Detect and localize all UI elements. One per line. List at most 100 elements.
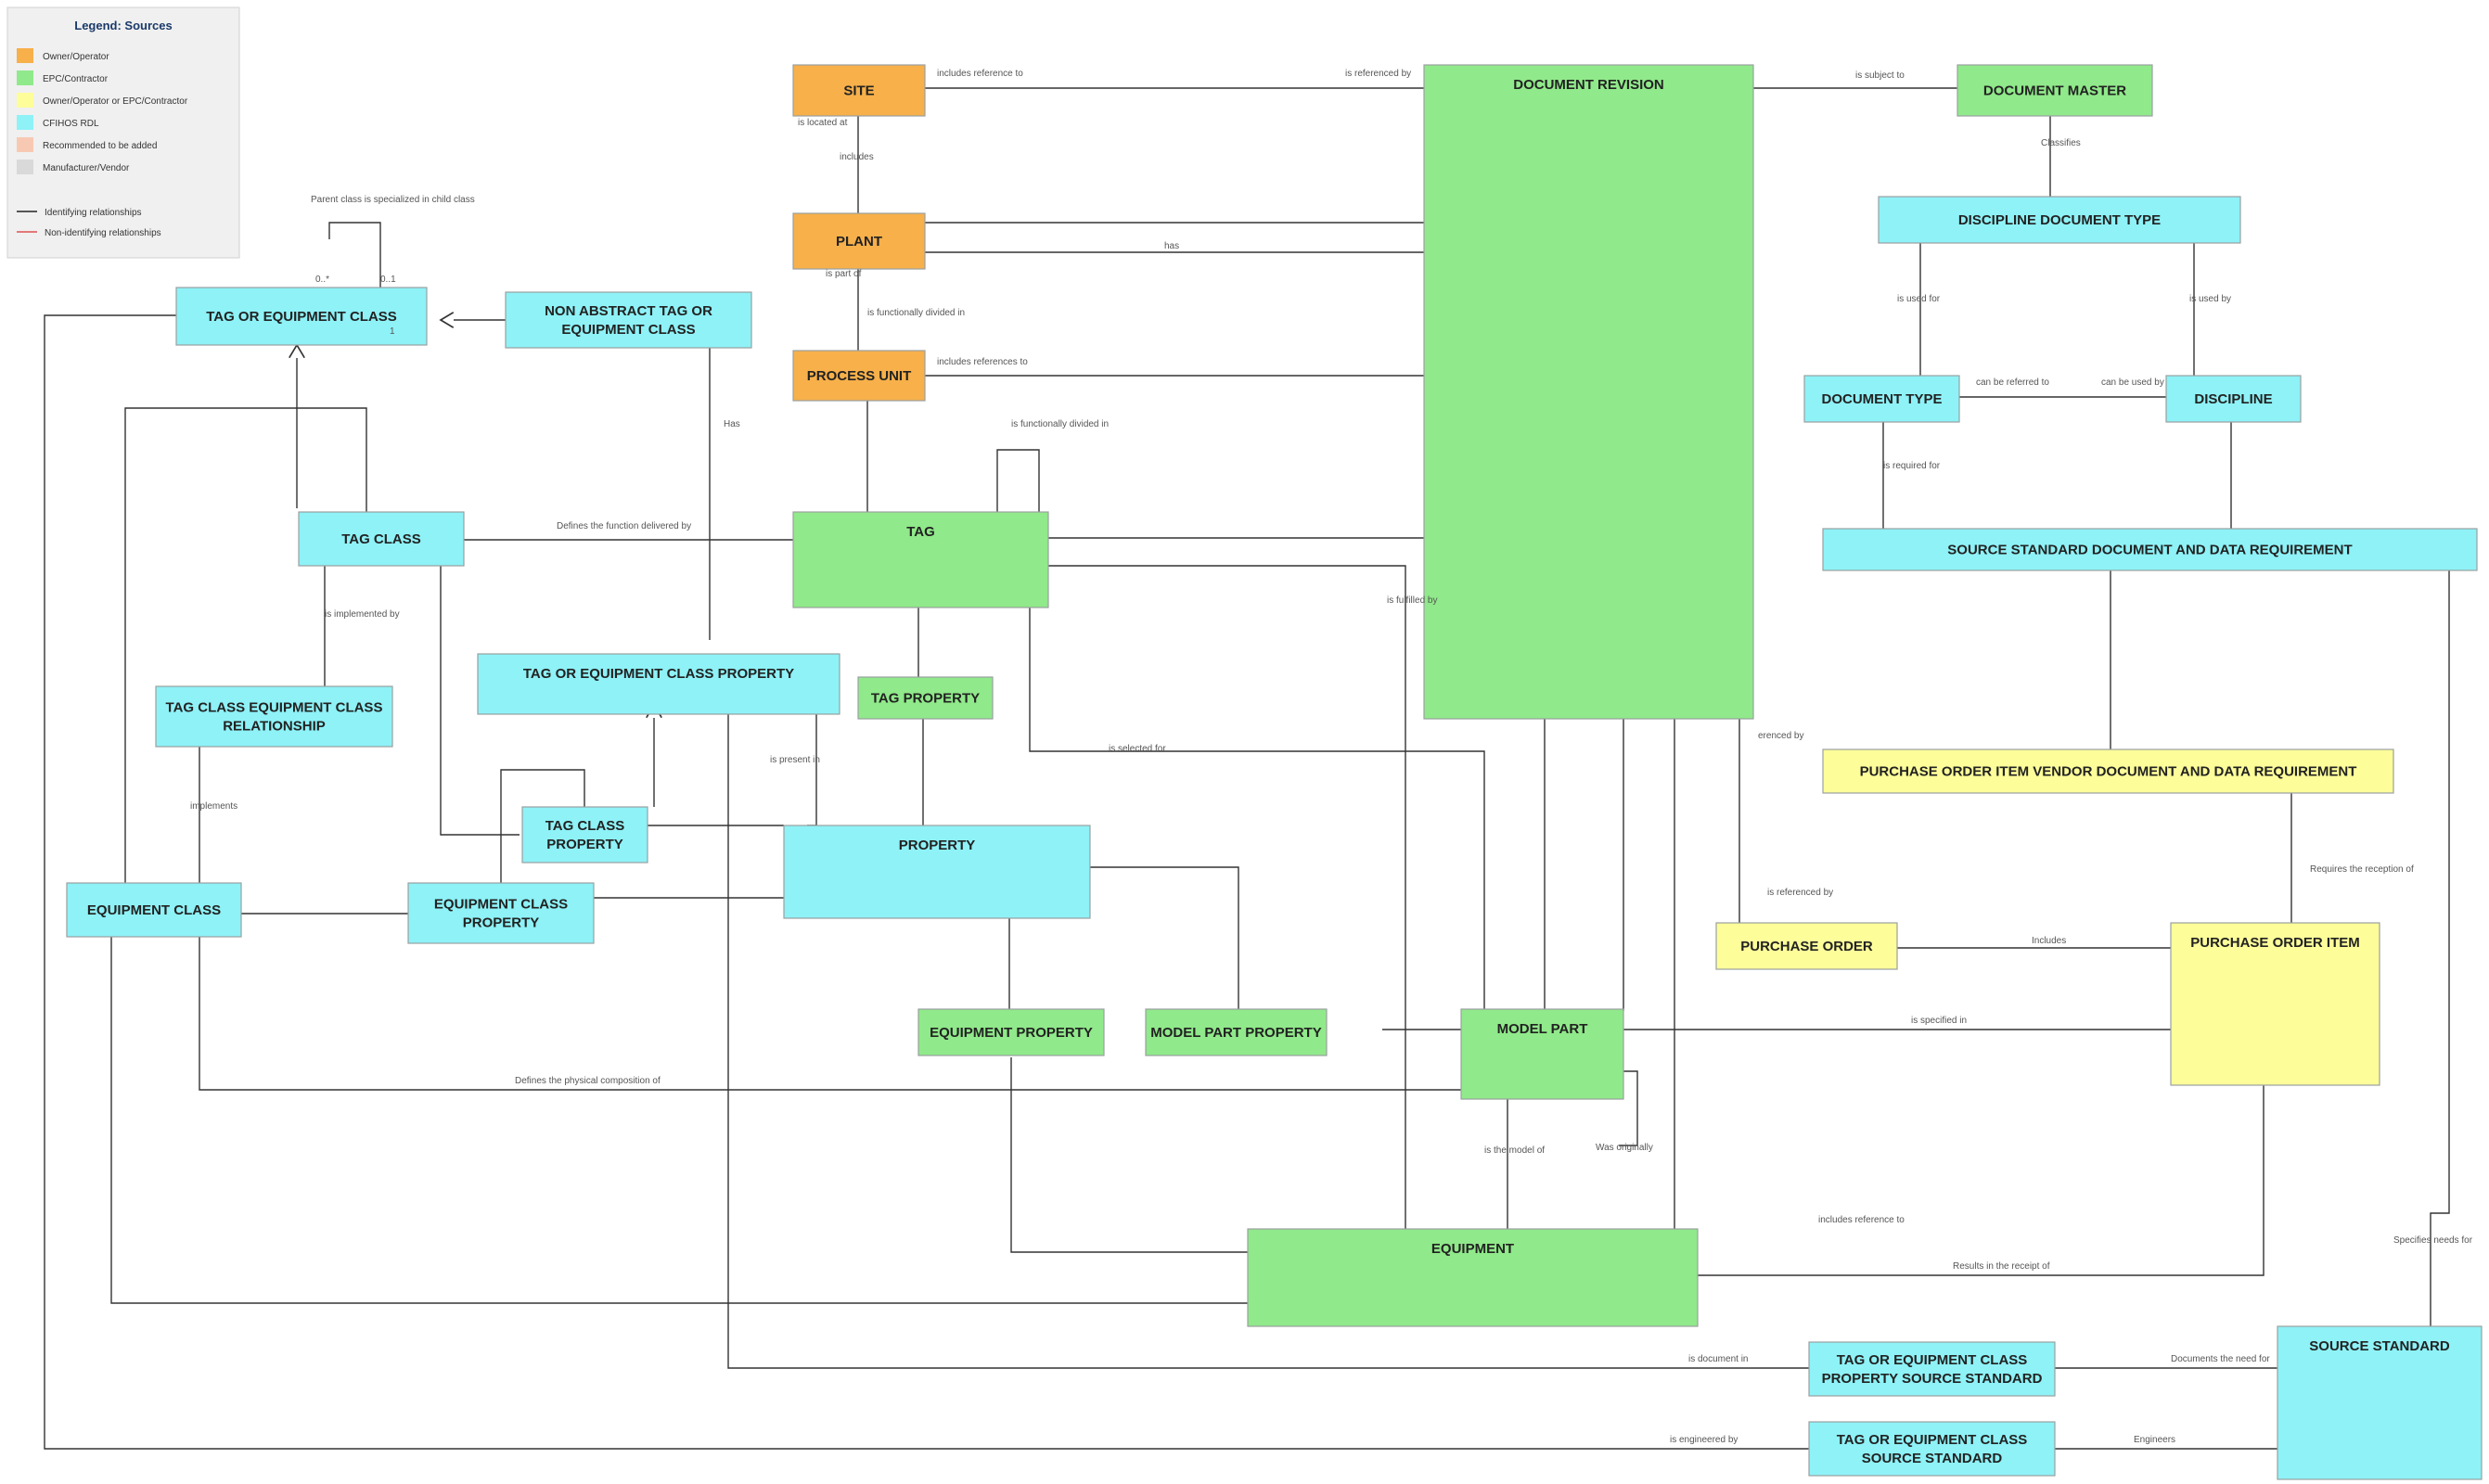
entity-name: DISCIPLINE DOCUMENT TYPE <box>1958 212 2161 228</box>
relationship-label: Documents the need for <box>2171 1354 2270 1364</box>
entity-box[interactable] <box>2277 1325 2483 1480</box>
entity-tag-or-equipment-class[interactable]: TAG OR EQUIPMENT CLASS <box>175 287 428 346</box>
entity-box[interactable] <box>407 882 595 944</box>
connector-self <box>328 222 381 288</box>
entity-box[interactable] <box>66 882 242 938</box>
entity-box[interactable] <box>1715 922 1898 970</box>
entity-box[interactable] <box>1822 748 2394 794</box>
relationship-label: is fulfilled by <box>1387 595 1437 606</box>
entity-name: EQUIPMENT PROPERTY <box>930 1025 1093 1041</box>
entity-name: SOURCE STANDARD <box>2309 1338 2450 1354</box>
entity-box[interactable] <box>521 806 648 864</box>
entity-equipment-property[interactable]: EQUIPMENT PROPERTY <box>917 1008 1105 1056</box>
entity-box[interactable] <box>155 685 393 748</box>
relationship-label: is selected for <box>1109 744 1166 754</box>
entity-source-standard-doc-req[interactable]: SOURCE STANDARD DOCUMENT AND DATA REQUIR… <box>1822 528 2478 571</box>
entity-site[interactable]: SITE <box>792 64 926 117</box>
relationship-label: is required for <box>1883 461 1941 471</box>
entity-document-type[interactable]: DOCUMENT TYPE <box>1803 375 1960 423</box>
relationship-label: erenced by <box>1758 731 1803 741</box>
legend-swatch <box>17 137 33 152</box>
entity-box[interactable] <box>783 825 1091 919</box>
entity-tag-class[interactable]: TAG CLASS <box>298 511 465 567</box>
relationship-label: Requires the reception of <box>2310 864 2414 875</box>
entity-box[interactable] <box>1957 64 2153 117</box>
entity-box[interactable] <box>175 287 428 346</box>
relationship-label: is part of <box>826 269 862 279</box>
entity-tag-or-equip-class-property[interactable]: TAG OR EQUIPMENT CLASS PROPERTY <box>477 653 840 715</box>
entity-discipline-document-type[interactable]: DISCIPLINE DOCUMENT TYPE <box>1878 196 2241 244</box>
relationship-label: Has <box>724 419 740 429</box>
relationship-label: can be referred to <box>1976 377 2049 388</box>
relationship-label: Defines the function delivered by <box>557 521 691 531</box>
entity-name: EQUIPMENT CLASS <box>561 322 695 338</box>
entity-purchase-order[interactable]: PURCHASE ORDER <box>1715 922 1898 970</box>
entity-box[interactable] <box>2170 922 2380 1086</box>
entity-property[interactable]: PROPERTY <box>783 825 1091 919</box>
relationship-label: Engineers <box>2134 1435 2175 1445</box>
legend-box <box>6 6 240 259</box>
connector-tecp-tecpss <box>727 714 1809 1369</box>
connector-ssdr-ss <box>2430 570 2450 1326</box>
entity-box[interactable] <box>792 350 926 402</box>
entity-name: SITE <box>843 83 874 99</box>
entity-name: PURCHASE ORDER ITEM <box>2190 935 2360 951</box>
relationship-label: is located at <box>798 118 848 128</box>
connector-tag-equip <box>1048 565 1406 1229</box>
entity-box[interactable] <box>1423 64 1754 720</box>
entity-box[interactable] <box>2165 375 2302 423</box>
entity-name: TAG OR EQUIPMENT CLASS <box>1837 1432 2028 1448</box>
connector-tagclass-tcp <box>440 566 520 836</box>
relationship-labels: Parent class is specialized in child cla… <box>190 69 2473 1445</box>
entity-box[interactable] <box>1803 375 1960 423</box>
relationship-label: is functionally divided in <box>867 308 965 318</box>
entity-name: MODEL PART PROPERTY <box>1150 1025 1321 1041</box>
entity-tag-property[interactable]: TAG PROPERTY <box>857 676 994 720</box>
entity-document-master[interactable]: DOCUMENT MASTER <box>1957 64 2153 117</box>
entities: SITE PLANT PROCESS UNIT DOCUMENT REVISION DO… <box>66 64 2483 1480</box>
legend-item-label: Owner/Operator or EPC/Contractor <box>43 96 188 107</box>
entity-box[interactable] <box>505 291 752 349</box>
entity-box[interactable] <box>1822 528 2478 571</box>
entity-name: SOURCE STANDARD DOCUMENT AND DATA REQUIR… <box>1947 543 2352 558</box>
relationship-label: Specifies needs for <box>2393 1235 2473 1246</box>
entity-box[interactable] <box>857 676 994 720</box>
entity-box[interactable] <box>792 511 1049 608</box>
relationship-label: is functionally divided in <box>1011 419 1109 429</box>
entity-plant[interactable]: PLANT <box>792 212 926 270</box>
entity-equipment-class[interactable]: EQUIPMENT CLASS <box>66 882 242 938</box>
entity-box[interactable] <box>1878 196 2241 244</box>
relationship-label: implements <box>190 801 237 812</box>
entity-box[interactable] <box>1247 1228 1699 1327</box>
entity-model-part-property[interactable]: MODEL PART PROPERTY <box>1145 1008 1328 1056</box>
entity-source-standard[interactable]: SOURCE STANDARD <box>2277 1325 2483 1480</box>
entity-box[interactable] <box>1808 1421 2056 1477</box>
entity-discipline[interactable]: DISCIPLINE <box>2165 375 2302 423</box>
entity-box[interactable] <box>1460 1008 1624 1100</box>
legend-title: Legend: Sources <box>74 19 172 32</box>
entity-box[interactable] <box>792 64 926 117</box>
entity-po-item-vendor-req[interactable]: PURCHASE ORDER ITEM VENDOR DOCUMENT AND … <box>1822 748 2394 794</box>
entity-purchase-order-item[interactable]: PURCHASE ORDER ITEM <box>2170 922 2380 1086</box>
entity-process-unit[interactable]: PROCESS UNIT <box>792 350 926 402</box>
entity-model-part[interactable]: MODEL PART <box>1460 1008 1624 1100</box>
entity-equipment[interactable]: EQUIPMENT <box>1247 1228 1699 1327</box>
entity-name: PROPERTY <box>546 837 623 852</box>
relationship-label: is used for <box>1897 294 1941 304</box>
entity-box[interactable] <box>298 511 465 567</box>
entity-box[interactable] <box>477 653 840 715</box>
entity-box[interactable] <box>1808 1341 2056 1397</box>
entity-tag[interactable]: TAG <box>792 511 1049 608</box>
entity-box[interactable] <box>1145 1008 1328 1056</box>
entity-document-revision[interactable]: DOCUMENT REVISION <box>1423 64 1754 720</box>
entity-box[interactable] <box>917 1008 1105 1056</box>
connector-equip-poi <box>1698 1085 2264 1276</box>
entity-box[interactable] <box>792 212 926 270</box>
